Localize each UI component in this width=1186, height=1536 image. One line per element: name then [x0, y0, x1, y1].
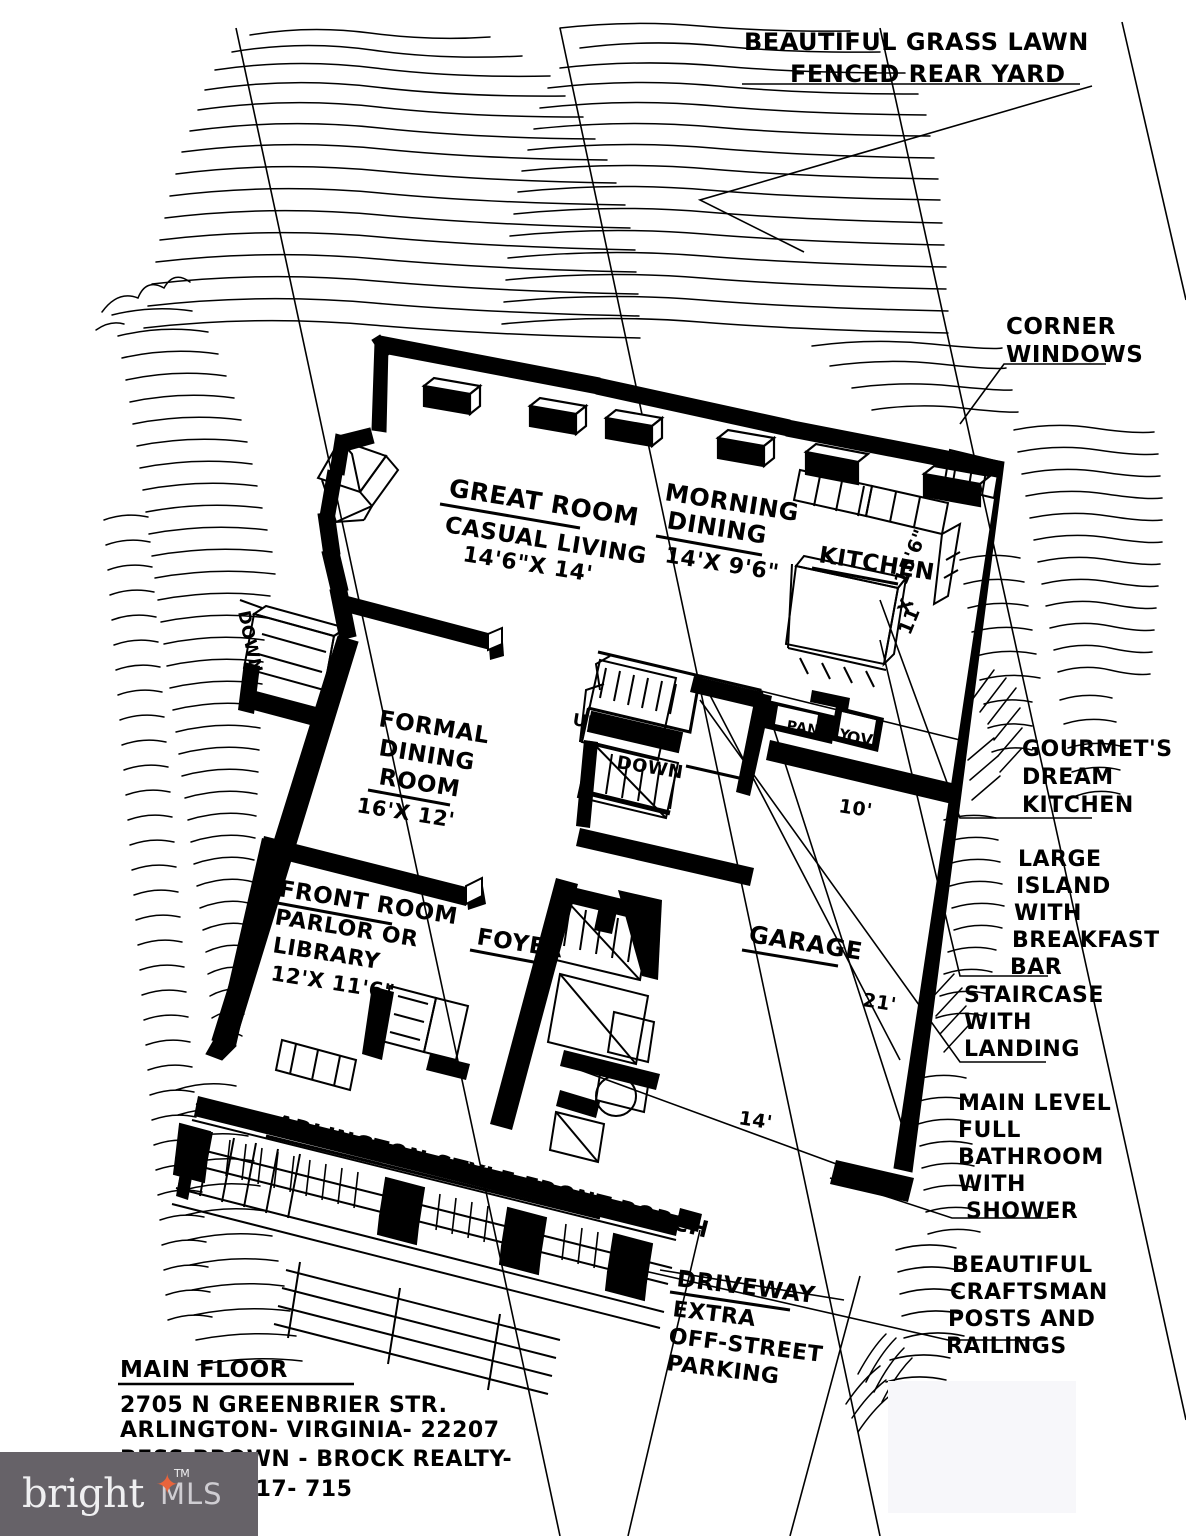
watermark-brand-text: bright ✦ TM	[22, 1468, 190, 1517]
callout-leaders	[639, 83, 1106, 1341]
garage-depth-dimension: 10'	[837, 795, 874, 822]
foyer-heavy-details	[556, 884, 662, 1090]
front-door	[548, 1110, 606, 1164]
bathroom-line4: WITH	[958, 1172, 1026, 1197]
staircase-line3: LANDING	[964, 1037, 1080, 1062]
redacted-area	[888, 1381, 1076, 1513]
craftsman-line4: RAILINGS	[946, 1334, 1067, 1359]
craftsman-line2: CRAFTSMAN	[950, 1280, 1108, 1305]
oven-label: OV	[845, 727, 874, 750]
rear-yard-line1: BEAUTIFUL GRASS LAWN	[744, 28, 1089, 56]
parlor-heavy	[362, 986, 470, 1080]
garage-dimension-lines	[579, 675, 961, 1181]
porch-railing	[225, 1139, 599, 1269]
interior-walls	[216, 594, 600, 1130]
callout-rear-yard: BEAUTIFUL GRASS LAWN FENCED REAR YARD	[744, 28, 1089, 88]
watermark-brand-label: bright	[22, 1471, 144, 1517]
garage-door-wall	[676, 1160, 914, 1232]
callout-gourmet-kitchen: GOURMET'S DREAM KITCHEN	[1022, 737, 1173, 818]
craftsman-line3: POSTS AND	[948, 1307, 1095, 1332]
gourmet-line2: DREAM	[1022, 765, 1114, 790]
corner-windows-line2: WINDOWS	[1006, 342, 1143, 368]
garage-length-dimension: 21'	[861, 989, 898, 1016]
watermark-suffix-label: MLS	[159, 1477, 223, 1511]
staircase-line2: WITH	[964, 1010, 1032, 1035]
title-block-floor-label: MAIN FLOOR	[120, 1357, 288, 1383]
kitchen-hall-wall	[766, 740, 956, 804]
rear-yard-line2: FENCED REAR YARD	[790, 60, 1066, 88]
bathroom-line2: FULL	[958, 1118, 1021, 1143]
title-block-address-line2: ARLINGTON- VIRGINIA- 22207	[120, 1418, 500, 1443]
watermark-tm-label: TM	[174, 1467, 190, 1480]
island-line5: BAR	[1010, 955, 1062, 980]
island-line2: ISLAND	[1016, 874, 1111, 899]
garage-width-dimension: 14'	[737, 1107, 774, 1134]
rear-windows	[421, 376, 993, 508]
pantry-oven-block	[764, 690, 884, 752]
dining-heavy	[238, 662, 320, 726]
bright-mls-watermark: bright ✦ TM MLS	[0, 1452, 258, 1536]
island-line1: LARGE	[1018, 847, 1102, 872]
star-icon: ✦	[155, 1468, 179, 1501]
island-line3: WITH	[1014, 901, 1082, 926]
corner-windows-line1: CORNER	[1006, 314, 1116, 340]
bathroom-line5: SHOWER	[966, 1199, 1078, 1224]
gourmet-line3: KITCHEN	[1022, 793, 1134, 818]
staircase-line1: STAIRCASE	[964, 983, 1104, 1008]
bathroom-line1: MAIN LEVEL	[958, 1091, 1111, 1116]
callout-island: LARGE ISLAND WITH BREAKFAST BAR	[1010, 847, 1160, 980]
stair-up-label: UP	[571, 710, 601, 734]
site-boundary-lines	[235, 21, 1186, 1536]
craftsman-line1: BEAUTIFUL	[952, 1253, 1093, 1278]
callout-staircase: STAIRCASE WITH LANDING	[964, 983, 1104, 1062]
callout-craftsman: BEAUTIFUL CRAFTSMAN POSTS AND RAILINGS	[946, 1253, 1108, 1359]
title-block-address-line1: 2705 N GREENBRIER STR.	[120, 1393, 448, 1418]
callout-bathroom: MAIN LEVEL FULL BATHROOM WITH SHOWER	[958, 1091, 1111, 1224]
rear-hall	[579, 655, 611, 743]
bathroom-line3: BATHROOM	[958, 1145, 1104, 1170]
stair-enclosure-walls	[576, 676, 772, 886]
gourmet-line1: GOURMET'S	[1022, 737, 1173, 762]
dining-fixtures	[239, 599, 349, 693]
lawn-hatching	[95, 22, 1163, 1433]
island-line4: BREAKFAST	[1012, 928, 1160, 953]
kitchen-fixtures	[784, 448, 1002, 688]
bay-window-detail	[316, 438, 400, 524]
callout-corner-windows: CORNER WINDOWS	[1006, 314, 1143, 368]
